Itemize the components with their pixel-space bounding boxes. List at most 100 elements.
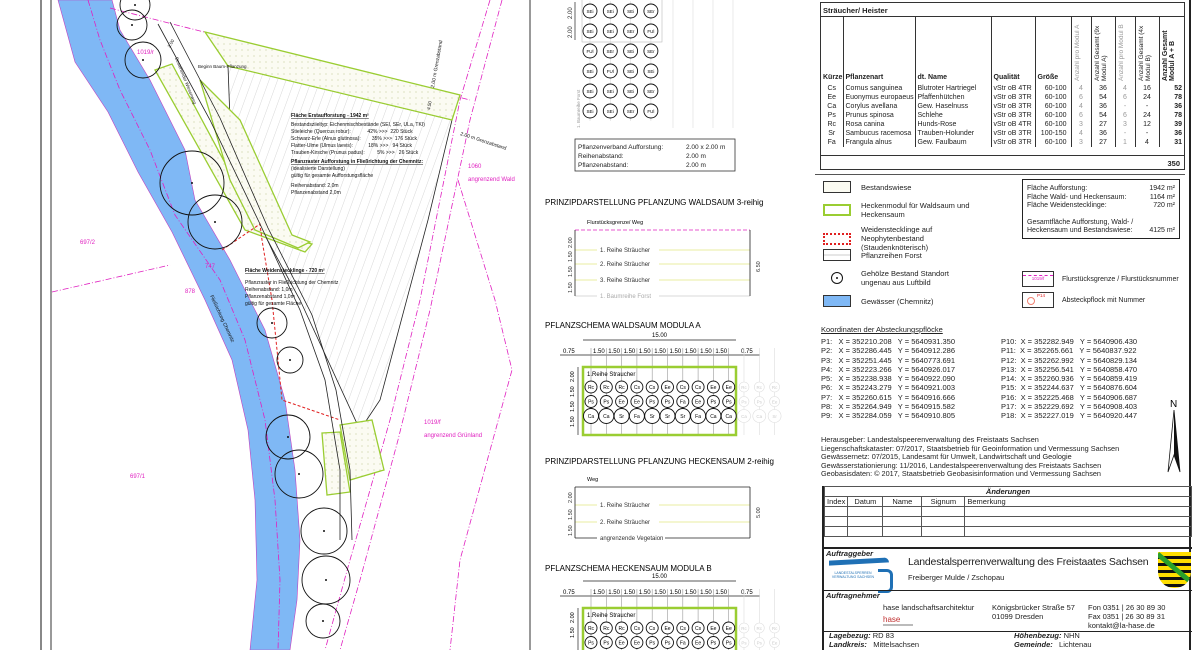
shrub-code: Sr [772,414,777,419]
shrub-code: Ps [665,641,671,647]
email-link[interactable]: kontakt@la-hase.de [1088,621,1155,630]
heckensaum-title: PRINZIPDARSTELLUNG PFLANZUNG HECKENSAUM … [545,457,774,466]
plant-cell: 36 [1090,81,1115,93]
shrub-code: Ps [741,641,747,646]
shrub-symbol [706,380,720,394]
tree-symbol [582,3,598,19]
shrub-code: Cs [680,385,687,391]
row-label: angrenzende Vegetaion [600,536,663,542]
plant-cell: - [1134,102,1159,111]
tree-code: FUl [647,29,654,34]
plant-cell: 4 [1114,81,1135,93]
tree-code: SEr [647,89,655,94]
legend-label: Weidenstecklinge auf Neophytenbestand (S… [861,225,933,252]
shrub-code: Rc [603,385,610,391]
row-label: 1.Reihe Straucher [587,372,635,378]
tree-code: SEi [627,89,634,94]
plant-cell: 6 [1114,93,1135,102]
location-section: Lagebezug: RD 83 Landkreis: Mittelsachse… [824,631,1192,650]
tree-code: FUl [607,69,614,74]
shrub-symbol-repeat [753,396,765,407]
col-header: Anzahl pro Modul B [1117,24,1125,81]
plant-cell: 6 [1070,111,1091,120]
shrub-code: Ee [619,641,625,647]
willow-area-boundary [221,223,341,421]
tree-centers [131,4,327,622]
dimension-label: 2.00 [568,492,574,503]
svg-text:Reihenabstand: 2,0m: Reihenabstand: 2,0m [291,183,339,189]
dimension-label: 2.00 [568,237,574,248]
module-frame [581,606,738,650]
plant-cell: - [1114,129,1135,138]
legend-label: Heckenmodul für Waldsaum und Heckensaum [861,201,970,219]
step-dimension: 1.50 [700,590,712,596]
shrub-code: Rc [772,626,778,631]
legend-label: Flurstücksgrenze / Flurstücksnummer [1062,275,1179,283]
plant-cell: Corylus avellana [842,102,915,111]
shrub-code: Sr [665,414,670,420]
step-dimension: 1.50 [715,349,727,355]
plant-cell: 36 [1158,102,1184,111]
svg-text:Schwarz-Erle (Alnus glutinosa): Schwarz-Erle (Alnus glutinosa): 35% >>> … [291,136,418,142]
shrub-code: Ee [710,385,716,391]
plant-cell: 3 [1114,120,1135,129]
parcel-label: 697/1 [130,474,146,480]
plant-cell: 24 [1134,93,1159,102]
dimension-lines [574,487,751,538]
shrub-code: Ps [603,400,609,406]
plant-cell: Prunus spinosa [842,111,915,120]
afforestation-text: Fläche Erstaufforstung - 1942 m² Bestand… [291,113,425,196]
shrub-symbol-repeat [738,622,750,634]
shrub-symbol-repeat [753,381,765,393]
legend-label: Absteckpflock mit Nummer [1062,296,1146,304]
svg-text:Fläche Weidenstecklinge - 720: Fläche Weidenstecklinge - 720 m² [245,268,325,274]
coords-title: Koordinaten der Absteckungspflöcke [821,325,943,334]
row-dimension: 2.00 [570,371,576,382]
tree-symbol [602,63,618,79]
contractor-section: Auftragnehmer hase landschaftsarchitektu… [824,590,1192,631]
tree-symbol [623,63,639,79]
shrub-symbol [599,395,613,408]
parcel-label: 1019/r [137,50,154,56]
shrub-code: Ee [695,641,701,647]
shrub-code: Ee [634,641,640,647]
tree-code: SEi [607,89,614,94]
shrub-code: Ps [649,400,655,406]
plant-cell: 36 [1090,129,1115,138]
tree-symbol [582,103,598,119]
col-header: dt. Name [914,17,991,81]
tree-code: SEr [607,49,615,54]
plant-cell: Sambucus racemosa [842,129,915,138]
tree-symbol [643,3,659,19]
plant-cell: 78 [1158,111,1184,120]
svg-text:2.00 x 2.00 m: 2.00 x 2.00 m [686,144,725,151]
shrub-code: Fa [634,414,640,420]
step-dimension: 1.50 [639,590,651,596]
shrub-code: Ca [710,414,717,420]
dimension-label: 1.50 [568,266,574,277]
shrub-code: Sr [680,414,685,420]
row-label: 2. Reihe Sträucher [600,520,650,526]
north-arrow-icon: N [1167,399,1181,473]
tree-code: SEi [627,49,634,54]
plant-cell: 16 [1134,81,1159,93]
shrub-symbol-repeat [738,396,750,407]
shrub-code: Cs [695,385,702,391]
plant-cell: Trauben-Holunder [914,129,991,138]
shrub-symbol [676,621,690,635]
tree-symbol [623,3,639,19]
step-dimension: 1.50 [639,349,651,355]
shrub-symbol [584,395,598,408]
shrub-symbol-repeat [738,381,750,393]
total-dimension: 15.00 [652,333,668,339]
svg-text:N: N [1170,399,1177,410]
coords-list-right: P10: X = 352282.949 Y = 5640906.430 P11:… [1001,337,1138,421]
sources: Herausgeber: Landestalspeerenverwaltung … [821,435,1120,479]
shrub-symbol [722,380,736,394]
plant-cell: Frangula alnus [842,138,915,147]
shrub-symbol [661,621,674,635]
tree-symbol [602,3,618,19]
svg-text:Pflanzraster in Fließrichtung: Pflanzraster in Fließrichtung der Chemni… [245,280,339,286]
